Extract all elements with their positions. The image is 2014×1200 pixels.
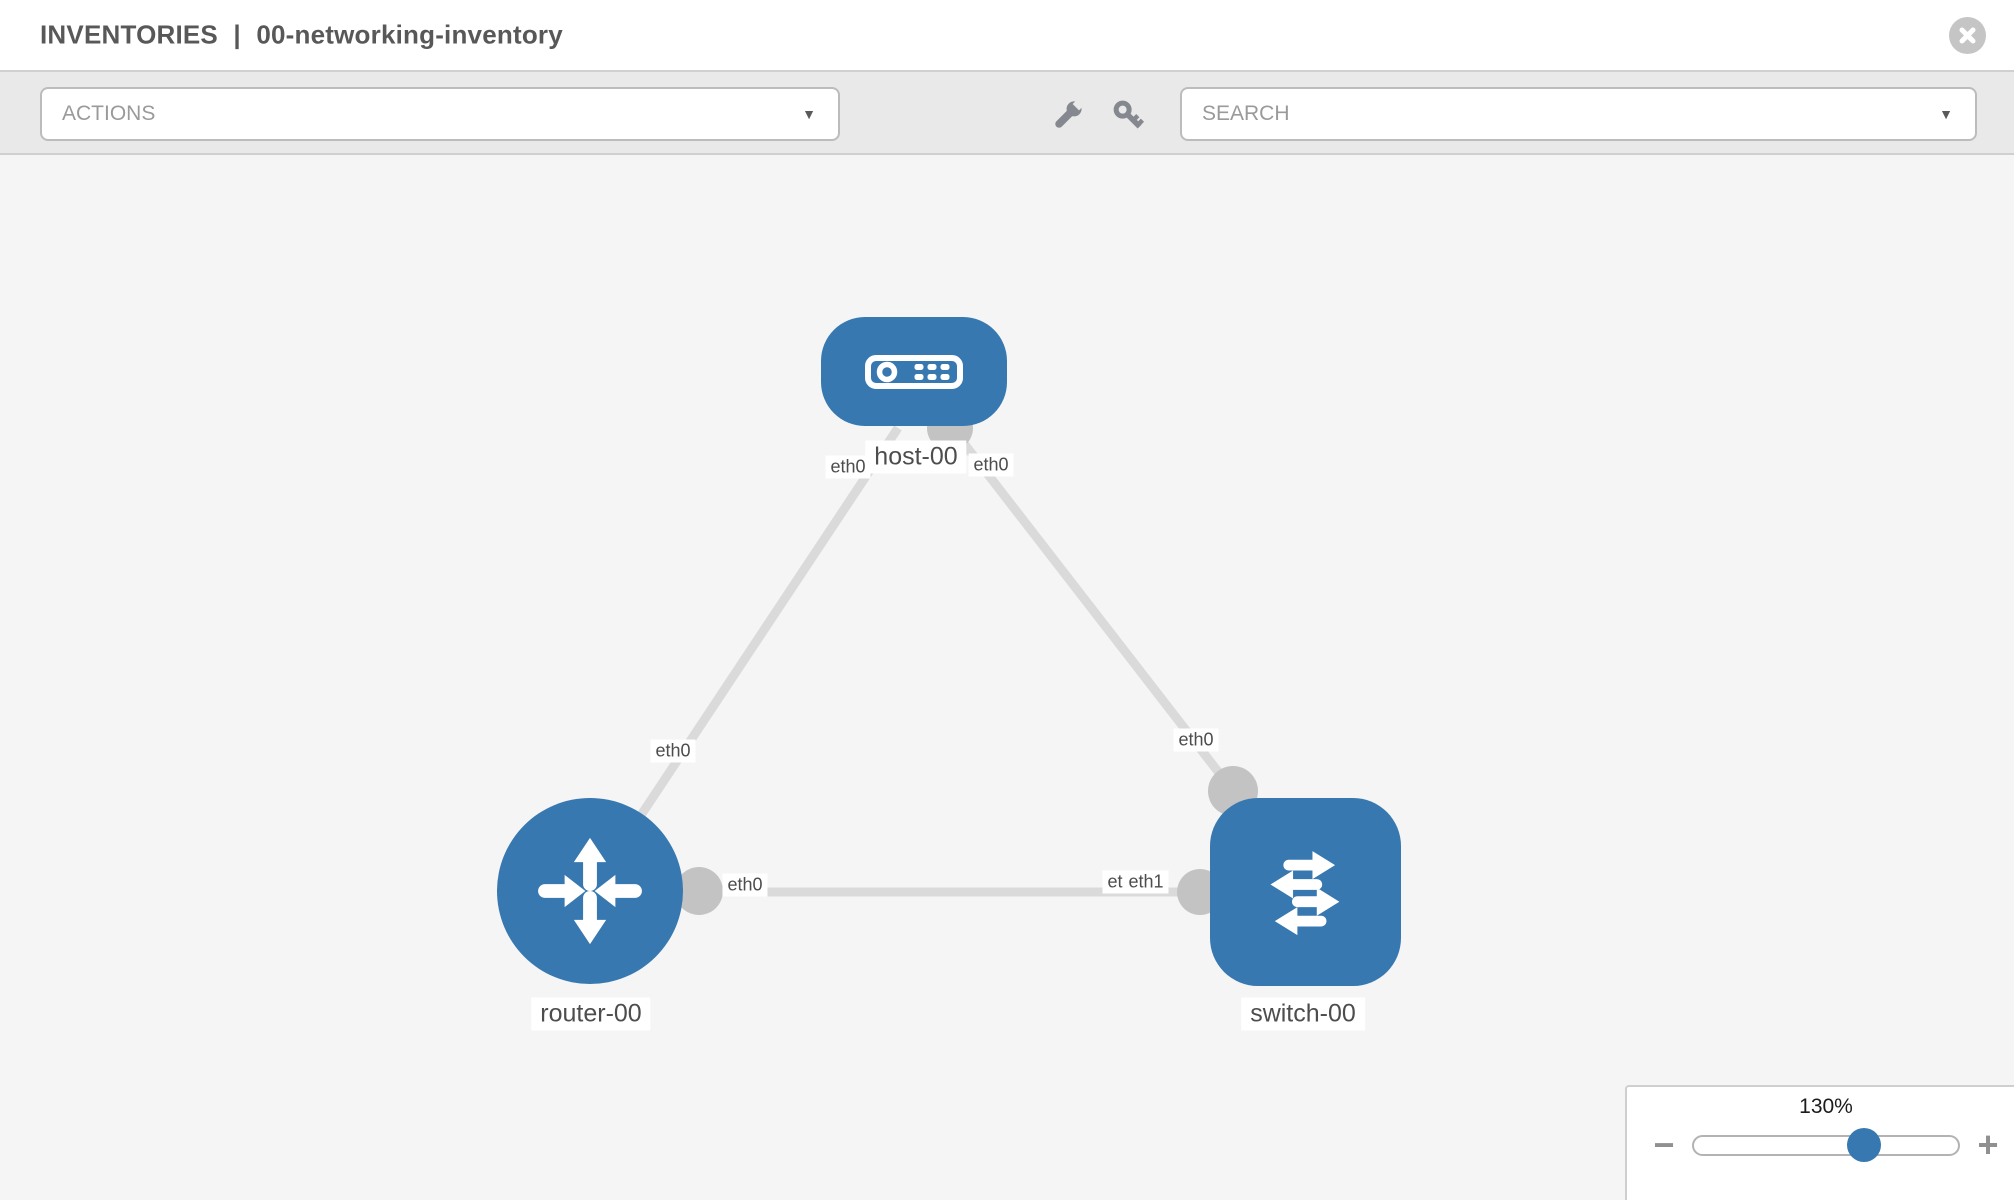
close-icon bbox=[1959, 27, 1976, 44]
node-label-router-00: router-00 bbox=[531, 997, 651, 1031]
actions-dropdown-label: ACTIONS bbox=[62, 102, 156, 125]
page-title: INVENTORIES | 00-networking-inventory bbox=[40, 20, 563, 51]
zoom-out-button[interactable]: − bbox=[1653, 1124, 1675, 1165]
zoom-panel: 130% − + bbox=[1625, 1085, 2014, 1200]
breadcrumb-section: INVENTORIES bbox=[40, 19, 218, 50]
interface-label-switch-host: eth0 bbox=[1173, 728, 1219, 752]
topology-graph bbox=[586, 405, 1258, 915]
node-switch-00[interactable] bbox=[1210, 798, 1401, 986]
zoom-in-button[interactable]: + bbox=[1977, 1124, 1999, 1165]
node-label-switch-00: switch-00 bbox=[1241, 997, 1365, 1031]
node-label-host-00: host-00 bbox=[865, 440, 967, 474]
interface-label-router-host: eth0 bbox=[650, 739, 696, 763]
close-button[interactable] bbox=[1949, 17, 1986, 54]
interface-label-host-left: eth0 bbox=[825, 455, 871, 479]
host-icon bbox=[865, 354, 963, 389]
zoom-level: 130% bbox=[1799, 1095, 1853, 1118]
search-input[interactable] bbox=[1202, 102, 1955, 126]
zoom-slider-track[interactable] bbox=[1692, 1128, 1960, 1162]
chevron-down-icon: ▼ bbox=[802, 106, 816, 122]
search-dropdown[interactable]: ▼ bbox=[1180, 87, 1977, 141]
chevron-down-icon: ▼ bbox=[1939, 106, 1953, 122]
toolbar: ACTIONS ▼ ▼ bbox=[0, 70, 2014, 155]
interface-label-router-eth0: eth0 bbox=[722, 873, 768, 897]
wrench-icon bbox=[1055, 99, 1084, 128]
interface-dot-router-eth0[interactable] bbox=[675, 867, 723, 915]
node-router-00[interactable] bbox=[497, 798, 683, 984]
breadcrumb-header: INVENTORIES | 00-networking-inventory bbox=[0, 0, 2014, 70]
node-host-00[interactable] bbox=[821, 317, 1007, 426]
actions-dropdown[interactable]: ACTIONS ▼ bbox=[40, 87, 840, 141]
interface-label-host-right: eth0 bbox=[968, 453, 1014, 477]
inventory-name: 00-networking-inventory bbox=[256, 19, 563, 50]
breadcrumb-separator: | bbox=[233, 19, 241, 50]
router-icon bbox=[538, 837, 642, 945]
interface-label-switch-eth1: eth1 bbox=[1123, 870, 1169, 894]
key-button[interactable] bbox=[1110, 97, 1148, 135]
zoom-slider-handle[interactable] bbox=[1847, 1128, 1882, 1162]
key-icon bbox=[1113, 100, 1145, 129]
configure-button[interactable] bbox=[1048, 97, 1086, 135]
topology-canvas[interactable]: host-00 router-00 switch-00 eth0 eth0 et… bbox=[0, 155, 2014, 1200]
switch-icon bbox=[1269, 851, 1339, 936]
